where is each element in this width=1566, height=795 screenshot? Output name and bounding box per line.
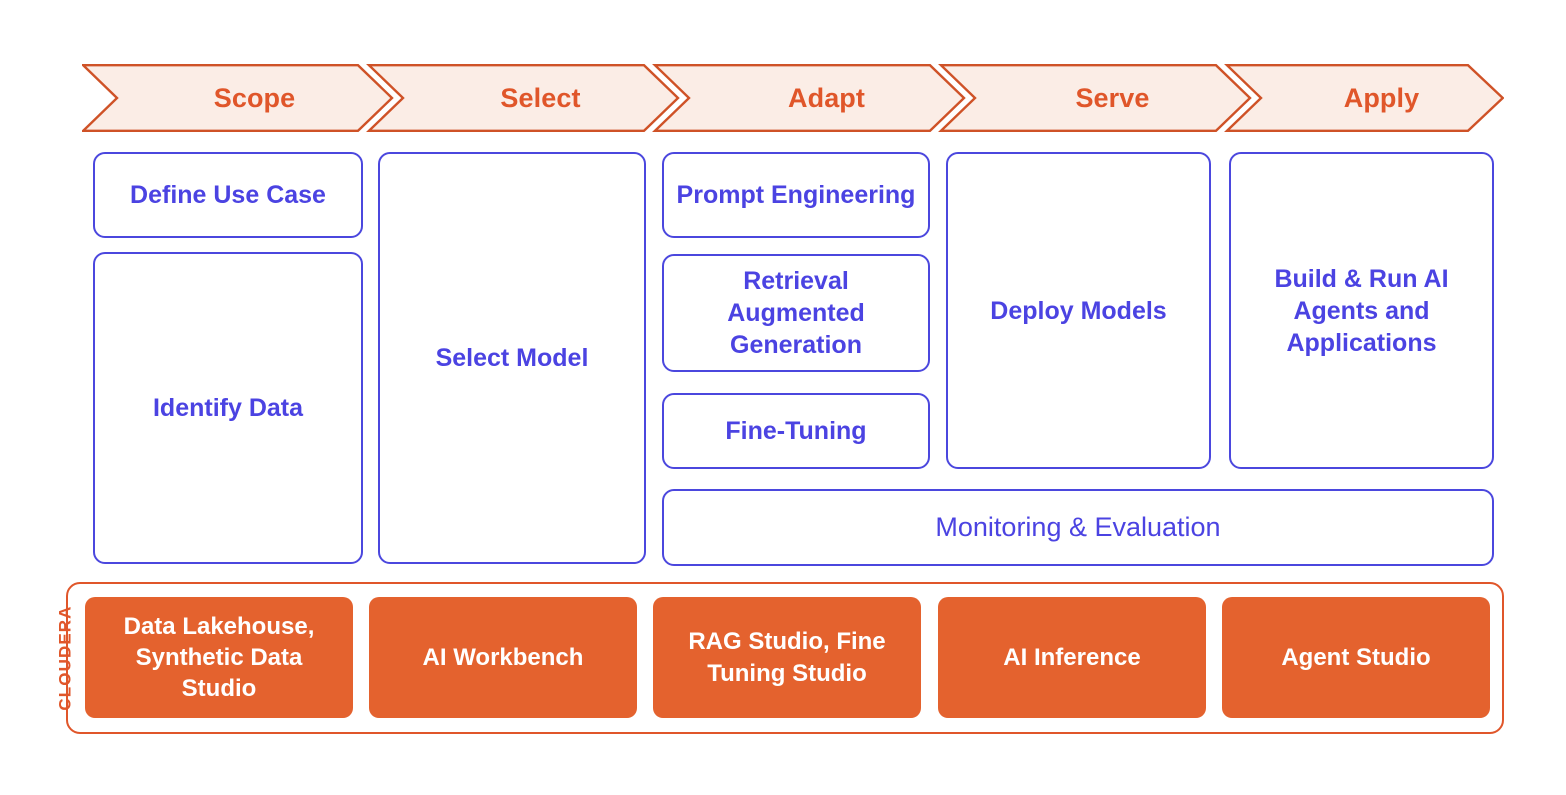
card-retrieval-augmented-generation[interactable]: Retrieval Augmented Generation (662, 254, 930, 372)
card-prompt-engineering[interactable]: Prompt Engineering (662, 152, 930, 238)
phase-label-scope: Scope (213, 83, 296, 113)
chevron-shape-select (366, 64, 680, 132)
product-data-lakehouse-synthetic-data-studio[interactable]: Data Lakehouse, Synthetic Data Studio (85, 597, 353, 718)
card-define-use-case[interactable]: Define Use Case (93, 152, 363, 238)
card-identify-data[interactable]: Identify Data (93, 252, 363, 564)
platform-product-frame (66, 582, 1504, 734)
chevron-shape-scope (82, 64, 394, 132)
phase-label-apply: Apply (1343, 83, 1420, 113)
product-ai-inference[interactable]: AI Inference (938, 597, 1206, 718)
product-rag-studio-fine-tuning-studio[interactable]: RAG Studio, Fine Tuning Studio (653, 597, 921, 718)
card-deploy-models[interactable]: Deploy Models (946, 152, 1211, 469)
phase-chevron-band: Scope Select Adapt Serve Apply (82, 64, 1504, 132)
phase-label-select: Select (500, 83, 581, 113)
product-ai-workbench[interactable]: AI Workbench (369, 597, 637, 718)
card-monitoring-and-evaluation[interactable]: Monitoring & Evaluation (662, 489, 1494, 566)
chevron-shape-apply (1224, 64, 1504, 132)
card-fine-tuning[interactable]: Fine-Tuning (662, 393, 930, 469)
card-build-run-ai-agents-and-applications[interactable]: Build & Run AI Agents and Applications (1229, 152, 1494, 469)
chevron-shape-serve (938, 64, 1252, 132)
chevron-shape-adapt (652, 64, 966, 132)
product-agent-studio[interactable]: Agent Studio (1222, 597, 1490, 718)
phase-label-serve: Serve (1075, 83, 1150, 113)
phase-label-adapt: Adapt (788, 83, 865, 113)
card-select-model[interactable]: Select Model (378, 152, 646, 564)
